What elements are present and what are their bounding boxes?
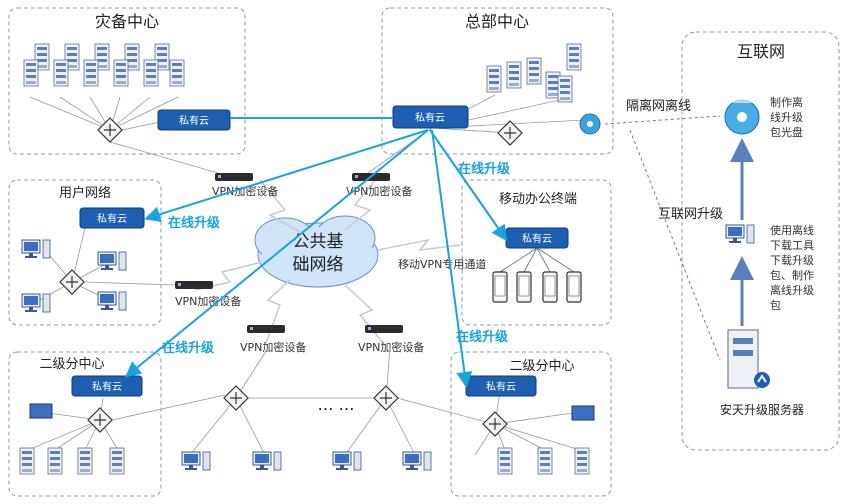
hq-frame bbox=[381, 7, 614, 155]
disaster-server-rack bbox=[23, 43, 185, 87]
cloud-label-line2: 础网络 bbox=[293, 255, 344, 275]
workstation-text: 使用离线 下载工具 下载升级 包、制作 离线升级 包 bbox=[770, 223, 814, 312]
user-appliance-label: 私有云 bbox=[97, 212, 127, 225]
branch-left-appliance: 私有云 bbox=[71, 375, 143, 397]
disc-text: 制作离 线升级 包光盘 bbox=[770, 95, 803, 139]
branch-left-title: 二级分中心 bbox=[39, 357, 104, 372]
upgrade-arrows bbox=[124, 129, 508, 388]
user-appliance: 私有云 bbox=[79, 207, 145, 229]
workstation-text-line: 包 bbox=[770, 299, 781, 312]
hq-appliance-label: 私有云 bbox=[415, 111, 445, 124]
mobile-title: 移动办公终端 bbox=[499, 191, 577, 207]
branch-left-server-icon bbox=[109, 447, 125, 475]
internet-title: 互联网 bbox=[737, 42, 785, 61]
middle-pc-icon bbox=[252, 451, 282, 471]
disc-text-line: 包光盘 bbox=[770, 125, 803, 139]
middle-pc-icon bbox=[402, 451, 432, 471]
branch-right-laptop-icon bbox=[571, 405, 595, 421]
branch-left-appliance-label: 私有云 bbox=[92, 380, 122, 393]
offline-disc-icon bbox=[724, 97, 760, 135]
mobile-frame bbox=[461, 179, 612, 326]
isolation-server-link bbox=[629, 129, 721, 361]
ellipsis: … … bbox=[317, 395, 354, 414]
vpn-label-top-left: VPN加密设备 bbox=[212, 184, 278, 198]
mobile-vpn-label: 移动VPN专用通道 bbox=[398, 257, 486, 271]
middle-switch bbox=[373, 385, 399, 411]
branch-right-title: 二级分中心 bbox=[509, 359, 574, 374]
workstation-text-line: 下载工具 bbox=[770, 239, 814, 252]
hq-disc-icon bbox=[579, 113, 601, 135]
online-upgrade-label-branch-left: 在线升级 bbox=[162, 340, 215, 356]
user-title: 用户网络 bbox=[59, 185, 111, 201]
vpn-device-icon bbox=[215, 173, 253, 181]
phone-icon bbox=[542, 271, 558, 303]
online-upgrade-label-branch-right: 在线升级 bbox=[456, 329, 509, 345]
online-upgrade-label-mobile: 在线升级 bbox=[458, 161, 511, 177]
disaster-title: 灾备中心 bbox=[95, 12, 159, 31]
branch-left-server-icon bbox=[47, 447, 63, 475]
vpn-label-bottom-right: VPN加密设备 bbox=[358, 340, 424, 354]
middle-pc-icon bbox=[181, 451, 211, 471]
branch-left-server-icon bbox=[77, 447, 93, 475]
isolation-label: 隔离网离线 bbox=[626, 98, 691, 114]
mobile-links bbox=[499, 247, 575, 273]
branch-right-server-icon bbox=[537, 447, 553, 475]
mobile-appliance-label: 私有云 bbox=[522, 232, 552, 245]
download-workstation-icon bbox=[725, 224, 755, 244]
vpn-label-top-right: VPN加密设备 bbox=[346, 184, 412, 198]
user-frame bbox=[8, 179, 162, 326]
disaster-frame bbox=[8, 7, 246, 155]
user-switch bbox=[59, 269, 85, 295]
user-pc-icon bbox=[97, 291, 127, 311]
branch-right-frame bbox=[450, 351, 612, 497]
disc-text-line: 制作离 bbox=[770, 95, 803, 109]
mobile-appliance: 私有云 bbox=[505, 227, 569, 249]
vpn-label-bottom-left: VPN加密设备 bbox=[240, 340, 306, 354]
hq-server-rack bbox=[486, 43, 582, 103]
branch-left-links bbox=[27, 394, 226, 451]
phone-icon bbox=[492, 271, 508, 303]
disaster-links bbox=[29, 96, 226, 176]
upgrade-server-label: 安天升级服务器 bbox=[720, 402, 804, 417]
disaster-switch bbox=[97, 117, 123, 143]
workstation-text-line: 包、制作 bbox=[770, 269, 814, 282]
internet-upgrade-label: 互联网升级 bbox=[658, 207, 723, 222]
vpn-device-icon bbox=[247, 325, 285, 333]
branch-right-appliance-label: 私有云 bbox=[486, 380, 516, 393]
hq-appliance: 私有云 bbox=[392, 105, 469, 129]
branch-right-switch bbox=[482, 411, 508, 437]
user-pc-icon bbox=[97, 251, 127, 271]
branch-left-laptop-icon bbox=[29, 403, 53, 419]
disaster-appliance-label: 私有云 bbox=[179, 114, 209, 127]
branch-right-server-icon bbox=[574, 447, 590, 475]
internet-frame bbox=[681, 31, 840, 451]
workstation-text-line: 下载升级 bbox=[770, 254, 814, 267]
cloud-label-line1: 公共基 bbox=[293, 232, 344, 252]
disaster-appliance: 私有云 bbox=[157, 109, 231, 131]
branch-left-switch bbox=[87, 407, 113, 433]
upgrade-server-icon bbox=[727, 329, 770, 389]
workstation-text-line: 离线升级 bbox=[770, 283, 814, 297]
branch-left-frame bbox=[8, 351, 162, 497]
user-pc-icon bbox=[21, 293, 51, 313]
vpn-label-user: VPN加密设备 bbox=[175, 294, 241, 308]
workstation-text-line: 使用离线 bbox=[770, 223, 814, 237]
online-upgrade-label-user: 在线升级 bbox=[168, 215, 221, 231]
vpn-device-icon bbox=[175, 281, 213, 289]
user-pc-icon bbox=[21, 239, 51, 259]
middle-switch bbox=[223, 385, 249, 411]
phone-icon bbox=[516, 271, 532, 303]
branch-right-server-icon bbox=[497, 447, 513, 475]
public-network-cloud bbox=[254, 215, 379, 288]
branch-left-server-icon bbox=[19, 447, 35, 475]
disc-text-line: 线升级 bbox=[770, 110, 803, 124]
branch-right-appliance: 私有云 bbox=[465, 375, 537, 397]
middle-pc-icon bbox=[332, 451, 362, 471]
isolation-link bbox=[604, 115, 721, 125]
vpn-device-icon bbox=[365, 325, 403, 333]
phone-icon bbox=[566, 271, 582, 303]
hq-title: 总部中心 bbox=[465, 12, 529, 31]
